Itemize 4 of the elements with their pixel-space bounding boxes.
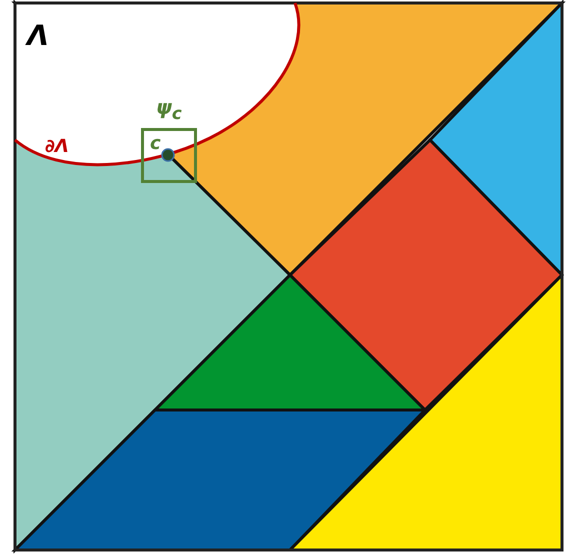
boundary-label: ∂Λ (45, 138, 69, 156)
region-label: Λ (27, 22, 49, 50)
point-label: c (150, 135, 161, 153)
box-heading: ψ$_{c}$ (156, 97, 182, 123)
